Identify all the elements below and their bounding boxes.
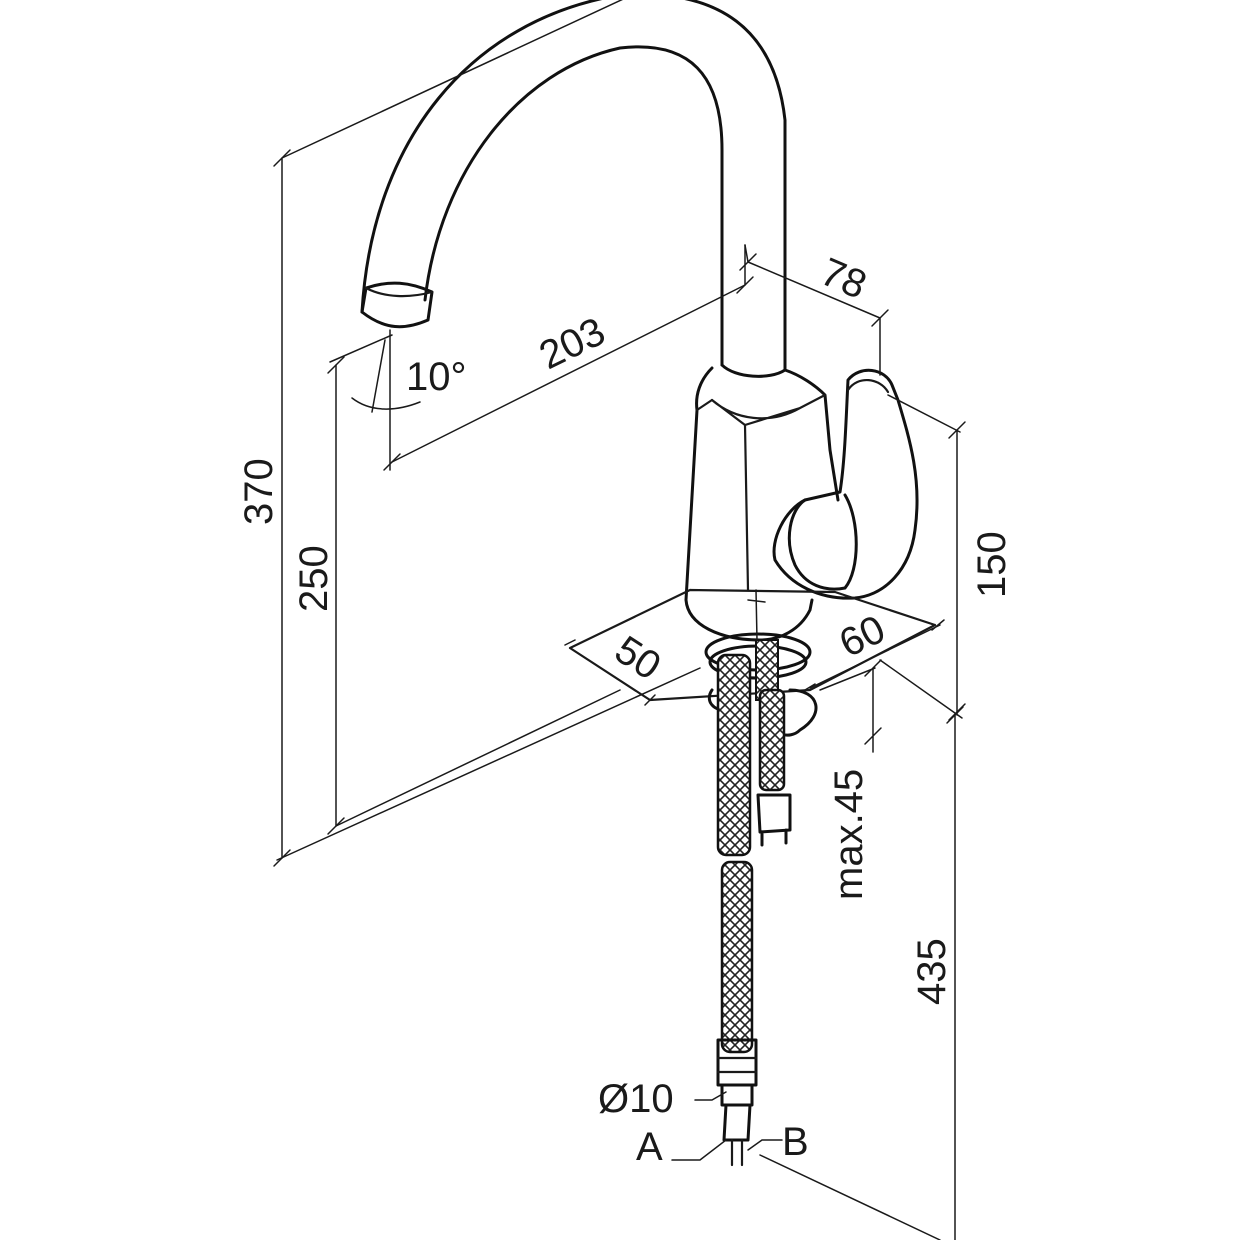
supply-hose-lower — [720, 860, 754, 1054]
dim-overall-height-tick-bottom — [273, 849, 291, 867]
hose-end-fitting — [716, 1038, 758, 1142]
label-connection-b: B — [782, 1120, 809, 1164]
dim-hose-length-line — [759, 714, 956, 1240]
dim-hose-diameter-leader — [694, 1091, 727, 1101]
dim-body-height-line — [879, 394, 963, 719]
label-hose-length: 435 — [910, 938, 954, 1005]
label-body-height: 150 — [970, 531, 1014, 598]
dimension-labels: 370 250 10° 203 78 150 50 60 max.45 435 … — [237, 250, 1014, 1169]
dim-base-width-line — [804, 619, 945, 691]
spout-outer — [360, 0, 787, 372]
dimension-lines — [273, 0, 966, 1240]
faucet-outline — [360, 0, 937, 1167]
dim-handle-offset-tick-right — [871, 309, 889, 327]
spout-aerator-ring — [364, 286, 434, 298]
dim-spout-height-line — [329, 334, 621, 827]
supply-hose-upper — [716, 653, 752, 857]
label-spout-height: 250 — [292, 545, 336, 612]
label-hose-diameter: Ø10 — [598, 1077, 674, 1121]
hose-fitting-nut — [716, 1056, 758, 1074]
hose-end-stub — [730, 1138, 744, 1167]
spout-inner — [423, 45, 724, 367]
label-overall-height: 370 — [237, 458, 281, 525]
supply-hose-short — [758, 688, 786, 792]
spout-aerator — [360, 281, 434, 329]
short-hose-fitting — [756, 793, 792, 847]
label-deck-thickness: max.45 — [827, 769, 871, 900]
dim-overall-height-tick-top — [273, 149, 291, 167]
dim-reach-tick-left — [383, 453, 401, 471]
dim-handle-offset-tick-left — [739, 253, 757, 271]
dim-body-height-tick-top — [948, 421, 966, 439]
label-spout-reach: 203 — [533, 309, 612, 378]
dim-base-depth-line — [564, 639, 656, 706]
lever-cartridge — [787, 493, 858, 591]
dim-handle-offset-line — [744, 244, 881, 376]
lever-handle-top — [846, 379, 890, 394]
spout-collar — [720, 363, 787, 378]
body-top-facet — [710, 393, 827, 427]
dim-angle-ref-slant — [371, 339, 386, 413]
center-mark — [747, 589, 766, 641]
dim-spout-height-tick-bottom — [327, 817, 345, 835]
dim-spout-height-tick-top — [327, 356, 345, 374]
faucet-body — [684, 366, 840, 642]
label-spout-angle: 10° — [406, 355, 467, 399]
label-base-width: 60 — [833, 607, 892, 666]
body-left-edge — [695, 398, 714, 412]
dim-angle-arc — [351, 397, 421, 410]
body-front-facet — [743, 423, 750, 592]
label-base-depth: 50 — [607, 628, 668, 689]
label-connection-a: A — [636, 1125, 663, 1169]
dim-hose-length-tick-top — [946, 706, 964, 724]
dim-deck-thickness-line — [819, 659, 882, 753]
leader-b — [747, 1139, 783, 1151]
dim-overall-height-line — [276, 0, 701, 861]
leader-a — [671, 1139, 727, 1161]
dim-reach-tick-right — [736, 276, 754, 294]
label-handle-offset: 78 — [814, 250, 872, 308]
